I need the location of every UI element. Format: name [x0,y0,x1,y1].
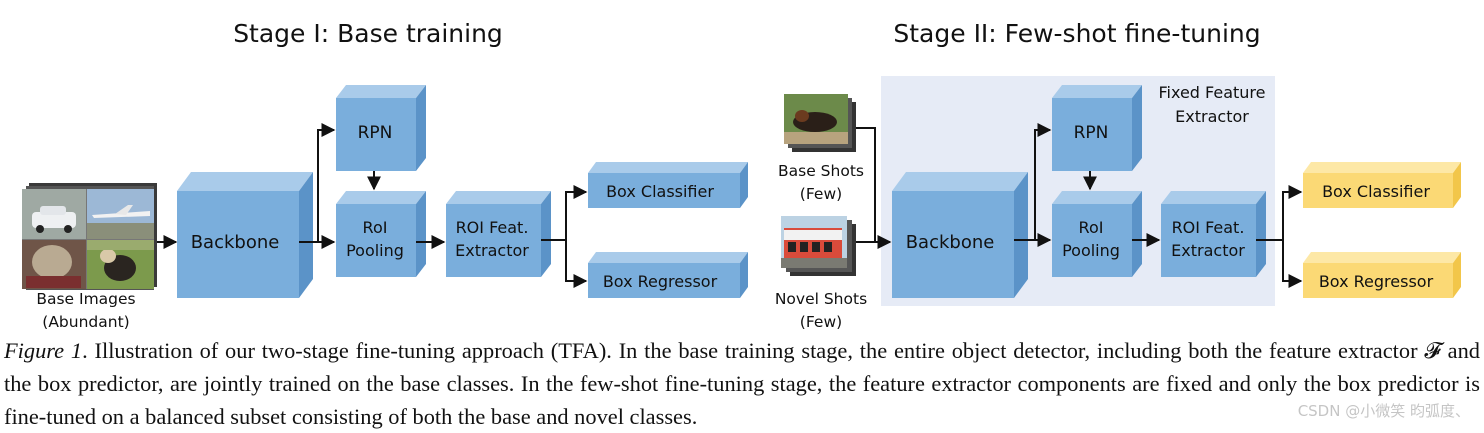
arrow-roifeat-classifier-1 [541,185,588,241]
base-shots-stack [784,94,856,152]
base-shots-label-line1: Base Shots [778,162,864,180]
roi-feat-box-2 [1161,191,1266,277]
arrow-roifeat-regressor-1 [565,240,588,288]
fixed-label-line2: Extractor [1175,107,1249,126]
roi-pooling-label-2a: RoI [1079,218,1104,237]
arrow-roifeat-classifier-2 [1256,185,1303,241]
rpn-box-2 [1052,85,1142,171]
roi-feat-box-1 [446,191,551,277]
roi-feat-label-1b: Extractor [455,241,529,260]
fixed-label-line1: Fixed Feature [1158,83,1265,102]
base-shots-label-line2: (Few) [800,185,842,203]
box-regressor-label-2: Box Regressor [1319,272,1434,291]
caption-label: Figure 1 [4,338,83,363]
roi-pooling-label-1a: RoI [363,218,388,237]
rpn-label-2: RPN [1074,123,1109,143]
tfa-diagram: Stage I: Base training Stage II: Few-sho… [22,19,1461,331]
box-classifier-2 [1303,162,1461,208]
watermark: CSDN @小微笑 昀弧度、 [1297,402,1470,420]
base-images-stack [22,183,157,290]
roi-feat-label-2b: Extractor [1171,241,1245,260]
arrow-baseshots-backbone [856,127,876,242]
roi-pooling-box-2 [1052,191,1142,277]
novel-shots-label-line1: Novel Shots [775,290,867,308]
backbone-label-1: Backbone [191,232,280,253]
roi-pooling-label-2b: Pooling [1062,241,1120,260]
stage1-title: Stage I: Base training [233,19,503,48]
box-classifier-label-1: Box Classifier [606,182,714,201]
novel-shots-stack [781,216,856,276]
backbone-box-2 [892,172,1028,298]
backbone-box-1 [177,172,313,298]
box-classifier-label-2: Box Classifier [1322,182,1430,201]
novel-shots-label-line2: (Few) [800,313,842,331]
roi-feat-label-2a: ROI Feat. [1172,218,1245,237]
box-regressor-1 [588,252,748,298]
roi-feat-label-1a: ROI Feat. [456,218,529,237]
box-classifier-1 [588,162,748,208]
figure-caption: Figure 1. Illustration of our two-stage … [4,334,1480,433]
stage2-title: Stage II: Few-shot fine-tuning [893,19,1260,48]
base-images-label-line2: (Abundant) [42,313,129,331]
backbone-label-2: Backbone [906,232,995,253]
caption-text: . Illustration of our two-stage fine-tun… [4,338,1481,429]
rpn-box-1 [336,85,426,171]
roi-pooling-box-1 [336,191,426,277]
box-regressor-label-1: Box Regressor [603,272,718,291]
rpn-label-1: RPN [358,123,393,143]
base-images-label-line1: Base Images [36,290,135,308]
roi-pooling-label-1b: Pooling [346,241,404,260]
box-regressor-2 [1303,252,1461,298]
arrow-roifeat-regressor-2 [1282,240,1303,288]
